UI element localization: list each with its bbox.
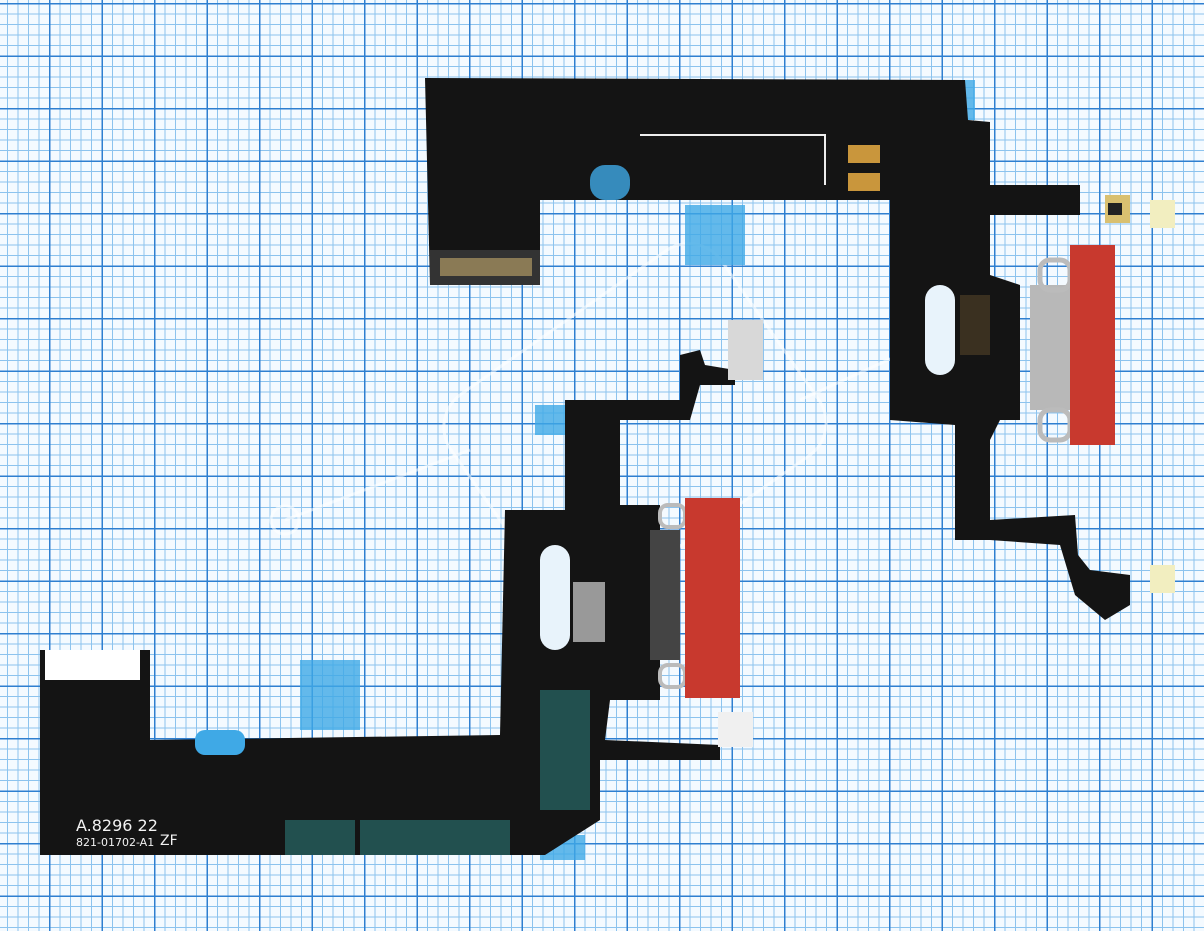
cable-marking-line2: 821-01702-A1 <box>76 836 155 849</box>
cable-marking-line1: A.8296 22 <box>76 816 158 835</box>
upper-flex-cable <box>425 78 1175 620</box>
cable-marking-suffix: ZF <box>160 833 178 849</box>
lower-flex-cable <box>40 320 763 860</box>
